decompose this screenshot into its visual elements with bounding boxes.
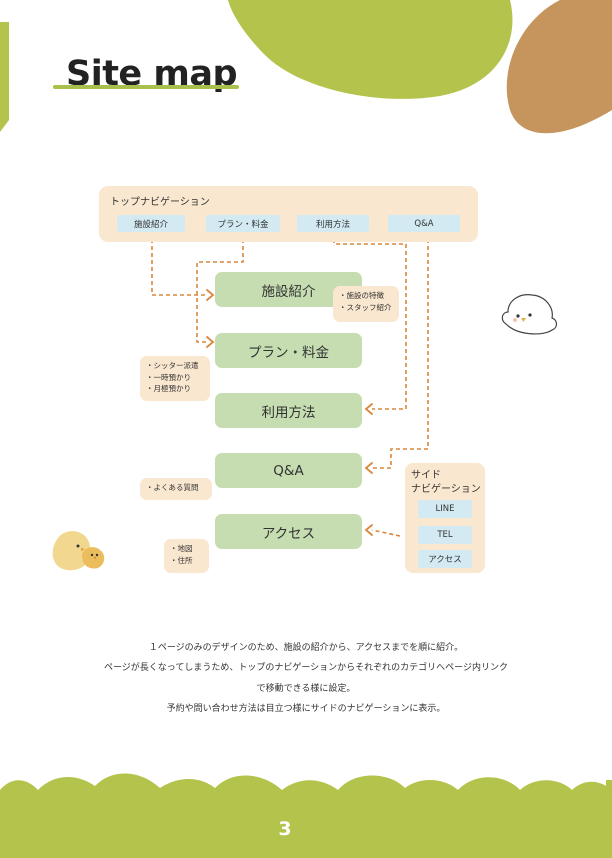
top-nav-item-faq[interactable]: Q&A [388, 215, 460, 232]
white-bird-mascot-icon [501, 294, 558, 335]
note-line: ・よくある質問 [146, 483, 199, 492]
brown-blob-right [506, 0, 612, 134]
note-line: ・月極預かり [146, 384, 191, 393]
section-node-access: アクセス [215, 514, 362, 549]
top-navigation-panel [99, 186, 478, 242]
note-line: ・スタッフ紹介 [339, 302, 392, 312]
description-line: で移動できる様に設定。 [256, 684, 356, 694]
side-nav-label-line: ナビゲーション [411, 483, 481, 495]
yellow-chicks-mascot-icon [52, 531, 105, 571]
title-underline [53, 85, 239, 89]
side-navigation-label: サイド ナビゲーション [411, 469, 481, 496]
section-node-faq: Q&A [215, 453, 362, 488]
note-line: ・施設の特徴 [339, 291, 384, 300]
green-hills-bottom [0, 773, 612, 858]
note-line: ・地図 [170, 544, 193, 553]
side-nav-label-line: サイド [411, 470, 441, 481]
note-bubble-faq: ・よくある質問 [140, 478, 212, 500]
note-bubble-plan: ・シッター派遣 ・一時預かり ・月極預かり [140, 356, 210, 401]
side-nav-item-line[interactable]: LINE [418, 500, 472, 518]
page-number: 3 [278, 818, 292, 840]
side-nav-item-access[interactable]: アクセス [418, 550, 472, 568]
side-nav-item-tel[interactable]: TEL [418, 526, 472, 544]
top-navigation-label: トップナビゲーション [110, 197, 210, 208]
green-blob-top [228, 0, 513, 99]
section-node-plan: プラン・料金 [215, 333, 362, 368]
description-line: 予約や問い合わせ方法は目立つ様にサイドのナビゲーションに表示。 [166, 704, 446, 714]
description-line: １ページのみのデザインのため、施設の紹介から、アクセスまでを順に紹介。 [148, 643, 464, 653]
green-edge-left [0, 22, 9, 132]
note-bubble-access: ・地図 ・住所 [164, 539, 209, 573]
description-line: ページが長くなってしまうため、トップのナビゲーションからそれぞれのカテゴリへペー… [103, 663, 508, 673]
note-line: ・住所 [170, 555, 193, 565]
note-line: ・シッター派遣 [146, 361, 199, 370]
top-nav-item-plan[interactable]: プラン・料金 [206, 215, 280, 232]
top-nav-item-facility[interactable]: 施設紹介 [117, 215, 185, 232]
note-line: ・一時預かり [146, 372, 191, 382]
section-node-usage: 利用方法 [215, 393, 362, 428]
note-bubble-facility: ・施設の特徴 ・スタッフ紹介 [333, 286, 399, 322]
arrow-heads [206, 289, 373, 536]
top-nav-item-usage[interactable]: 利用方法 [297, 215, 369, 232]
